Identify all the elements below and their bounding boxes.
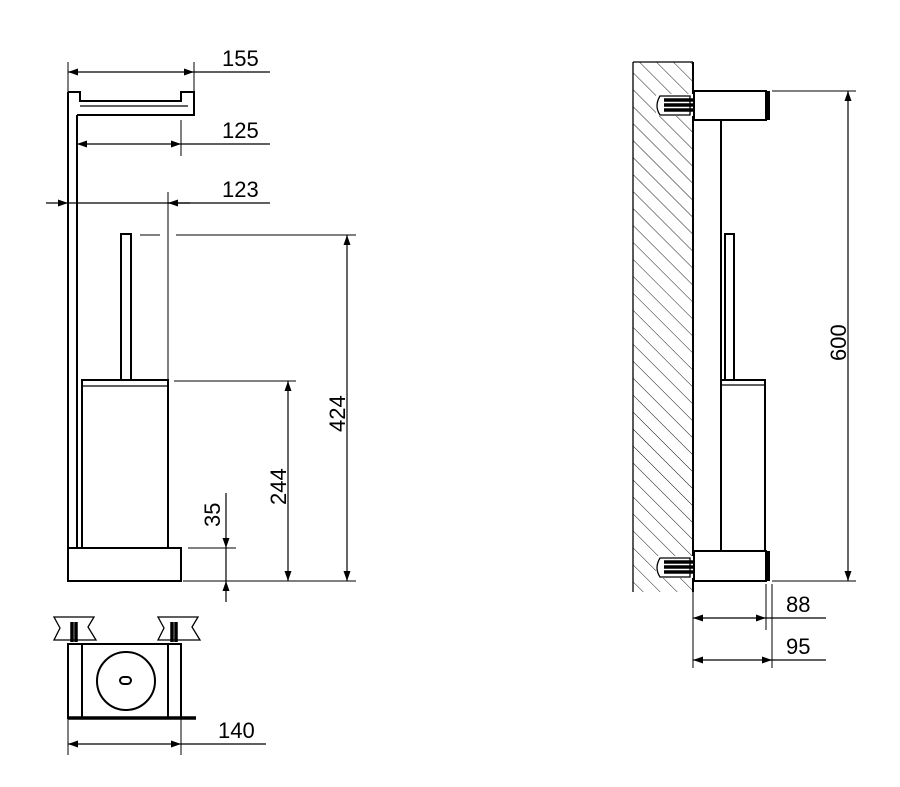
front-view xyxy=(67,91,195,582)
dim-label-88: 88 xyxy=(786,592,810,617)
dim-label-155: 155 xyxy=(222,46,259,71)
dim-label-125: 125 xyxy=(222,118,259,143)
dimension-600: 600 xyxy=(772,90,856,582)
dim-label-35: 35 xyxy=(200,503,225,527)
dim-label-424: 424 xyxy=(325,395,350,432)
top-view xyxy=(52,616,202,720)
dimension-125: 125 xyxy=(77,118,270,156)
side-view xyxy=(632,61,770,592)
dim-label-600: 600 xyxy=(826,324,851,361)
dimension-424: 424 xyxy=(140,234,356,582)
dimension-140: 140 xyxy=(67,718,266,755)
dimension-95: 95 xyxy=(693,584,826,668)
dimension-35: 35 xyxy=(188,493,236,602)
dim-label-140: 140 xyxy=(218,718,255,743)
dim-label-95: 95 xyxy=(786,634,810,659)
dimension-123: 123 xyxy=(46,177,270,380)
dim-label-244: 244 xyxy=(266,468,291,505)
dimension-155: 155 xyxy=(67,46,270,92)
dim-label-123: 123 xyxy=(222,177,259,202)
dimension-88: 88 xyxy=(692,584,826,668)
dimension-244: 244 xyxy=(174,380,296,581)
